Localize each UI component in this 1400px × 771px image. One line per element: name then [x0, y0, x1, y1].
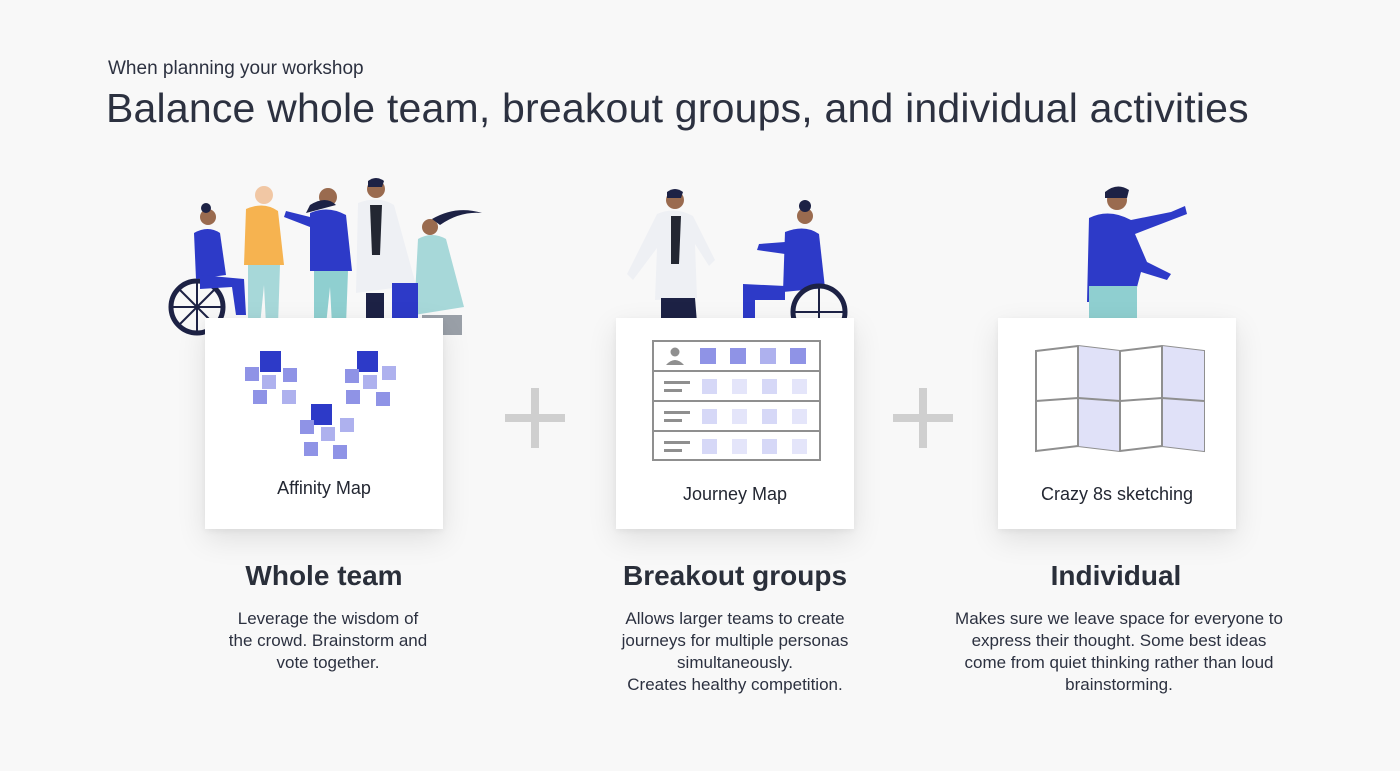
- breakout-groups-description: Allows larger teams to create journeys f…: [525, 608, 945, 696]
- whole-team-description: Leverage the wisdom of the crowd. Brains…: [118, 608, 538, 674]
- journey-map-icon: [652, 340, 821, 461]
- journey-map-card: Journey Map: [616, 318, 854, 529]
- affinity-map-icon: [245, 351, 396, 459]
- whole-team-desc-line: vote together.: [276, 653, 380, 672]
- whole-team-title: Whole team: [245, 560, 403, 591]
- wheelchair-wheel-icon: [168, 278, 226, 336]
- individual-description: Makes sure we leave space for everyone t…: [909, 608, 1329, 696]
- individual-illustration: [1087, 186, 1187, 322]
- crazy-8s-card: Crazy 8s sketching: [998, 318, 1236, 529]
- kicker-text: When planning your workshop: [108, 58, 364, 79]
- affinity-map-card: Affinity Map: [205, 318, 443, 529]
- whole-team-illustration: [168, 178, 482, 336]
- whole-team-desc-line: the crowd. Brainstorm and: [228, 631, 428, 650]
- crazy-8s-sketch-icon: [1035, 344, 1205, 453]
- plus-icon: [505, 388, 565, 448]
- breakout-desc-line: Allows larger teams to create: [625, 609, 845, 628]
- affinity-map-label: Affinity Map: [277, 478, 371, 498]
- breakout-desc-line: Creates healthy competition.: [627, 675, 843, 694]
- breakout-groups-title: Breakout groups: [622, 560, 848, 591]
- page-title: Balance whole team, breakout groups, and…: [106, 85, 1249, 131]
- individual-title: Individual: [1050, 560, 1182, 591]
- whole-team-desc-line: Leverage the wisdom of: [237, 609, 419, 628]
- journey-map-label: Journey Map: [682, 484, 788, 504]
- crazy-8s-label: Crazy 8s sketching: [1040, 484, 1194, 504]
- individual-desc-line: come from quiet thinking rather than lou…: [964, 653, 1274, 672]
- breakout-desc-line: simultaneously.: [677, 653, 793, 672]
- user-icon: [666, 347, 684, 365]
- breakout-groups-illustration: [627, 189, 848, 341]
- individual-desc-line: Makes sure we leave space for everyone t…: [955, 609, 1283, 628]
- individual-desc-line: express their thought. Some best ideas: [971, 631, 1267, 650]
- individual-desc-line: brainstorming.: [1065, 675, 1173, 694]
- plus-icon: [893, 388, 953, 448]
- breakout-desc-line: journeys for multiple personas: [621, 631, 849, 650]
